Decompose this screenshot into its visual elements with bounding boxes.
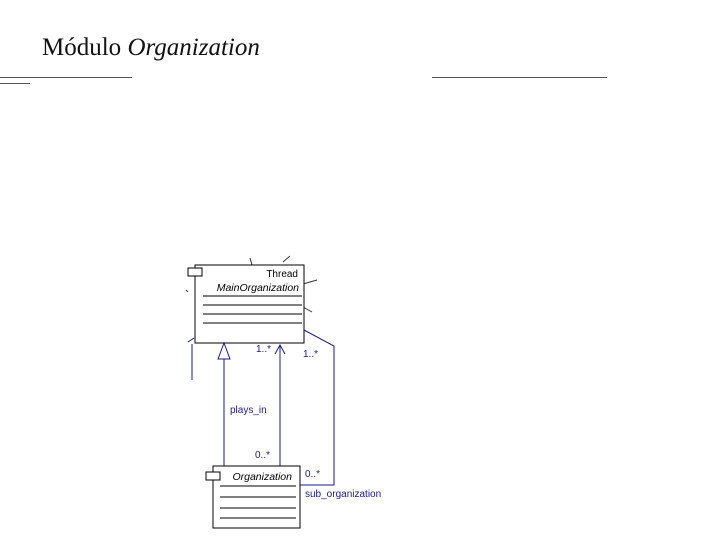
title-plain: Módulo: [42, 34, 122, 61]
association-plays-in[interactable]: plays_in 1..* 0..*: [217, 341, 286, 466]
stray-edge-2: [282, 255, 291, 263]
title-italic: Organization: [127, 34, 260, 61]
component-icon: [205, 471, 221, 481]
class-organization[interactable]: Organization: [205, 465, 301, 529]
class-stereotype: Thread: [266, 269, 298, 280]
navigation-arrow-icon: [274, 343, 286, 355]
stray-edge-3: [302, 279, 318, 285]
role-label: plays_in: [230, 405, 267, 416]
stray-edge-5: [185, 289, 189, 293]
generalization-arrow-icon: [217, 341, 231, 360]
multiplicity-top: 1..*: [256, 344, 271, 355]
slide-title: Módulo Organization: [42, 34, 260, 62]
class-mainorganization[interactable]: Thread MainOrganization: [187, 264, 305, 344]
class-name: MainOrganization: [217, 282, 299, 294]
multiplicity-bottom: 0..*: [255, 450, 270, 461]
stray-edge-1: [249, 257, 253, 266]
title-rule-left: [0, 77, 132, 78]
multiplicity-bottom: 0..*: [305, 469, 320, 480]
component-icon: [187, 267, 203, 277]
role-label: sub_organization: [305, 489, 381, 500]
title-rule-right: [432, 77, 607, 78]
title-rule-left-short: [0, 83, 30, 84]
association-sub-organization[interactable]: 1..* 0..* sub_organization: [300, 329, 381, 500]
multiplicity-top: 1..*: [303, 349, 318, 360]
stray-edge-6: [187, 337, 195, 343]
class-name: Organization: [232, 471, 292, 483]
